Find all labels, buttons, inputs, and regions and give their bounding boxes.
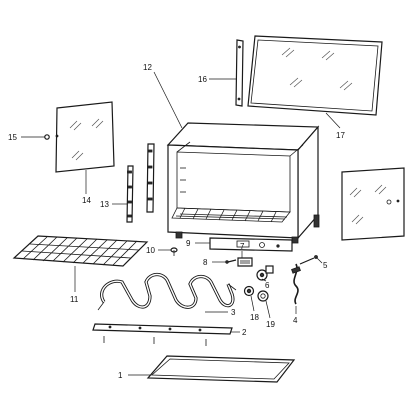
part-4-power-cord bbox=[291, 263, 301, 305]
label-part-5: 5 bbox=[323, 261, 328, 270]
label-part-3: 3 bbox=[231, 308, 236, 317]
part-door-right-glass bbox=[341, 167, 405, 241]
part-10-foot bbox=[170, 247, 178, 256]
label-part-13: 13 bbox=[100, 200, 109, 209]
part-1-crumb-tray bbox=[146, 355, 296, 383]
label-part-6: 6 bbox=[265, 281, 270, 290]
part-13-side-bracket bbox=[126, 165, 134, 223]
part-19-thermostat bbox=[257, 290, 269, 302]
part-17-top-glass-panel bbox=[247, 35, 383, 116]
part-8-screw bbox=[225, 259, 237, 264]
label-part-15: 15 bbox=[8, 133, 17, 142]
label-part-19: 19 bbox=[266, 320, 275, 329]
label-part-7: 7 bbox=[240, 242, 245, 251]
label-part-18: 18 bbox=[250, 313, 259, 322]
label-part-10: 10 bbox=[146, 246, 155, 255]
part-5-connector bbox=[299, 255, 318, 265]
part-16-vertical-trim-strip bbox=[235, 39, 244, 107]
leader-lines bbox=[21, 71, 341, 376]
label-part-1: 1 bbox=[118, 371, 123, 380]
label-part-2: 2 bbox=[242, 328, 247, 337]
label-part-14: 14 bbox=[82, 196, 91, 205]
part-number-labels: 1 2 3 4 5 6 7 8 9 10 11 12 13 14 15 16 1… bbox=[8, 63, 345, 380]
part-6-switch bbox=[256, 269, 268, 281]
label-part-11: 11 bbox=[70, 295, 79, 304]
part-2-element-support bbox=[92, 323, 233, 346]
label-part-9: 9 bbox=[186, 239, 191, 248]
part-12-oven-cabinet bbox=[166, 122, 320, 244]
part-knob-small bbox=[265, 265, 274, 274]
part-14-left-glass-panel bbox=[55, 101, 115, 173]
part-11-wire-rack bbox=[12, 235, 149, 267]
label-part-4: 4 bbox=[293, 316, 298, 325]
label-part-12: 12 bbox=[143, 63, 152, 72]
label-part-16: 16 bbox=[198, 75, 207, 84]
part-3-heating-element bbox=[97, 272, 237, 311]
label-part-8: 8 bbox=[203, 258, 208, 267]
part-7-timer-block bbox=[237, 257, 253, 267]
part-18-knob bbox=[243, 285, 255, 297]
label-part-17: 17 bbox=[336, 131, 345, 140]
part-13-cabinet-bracket bbox=[146, 143, 155, 213]
part-9-control-panel bbox=[209, 237, 293, 252]
